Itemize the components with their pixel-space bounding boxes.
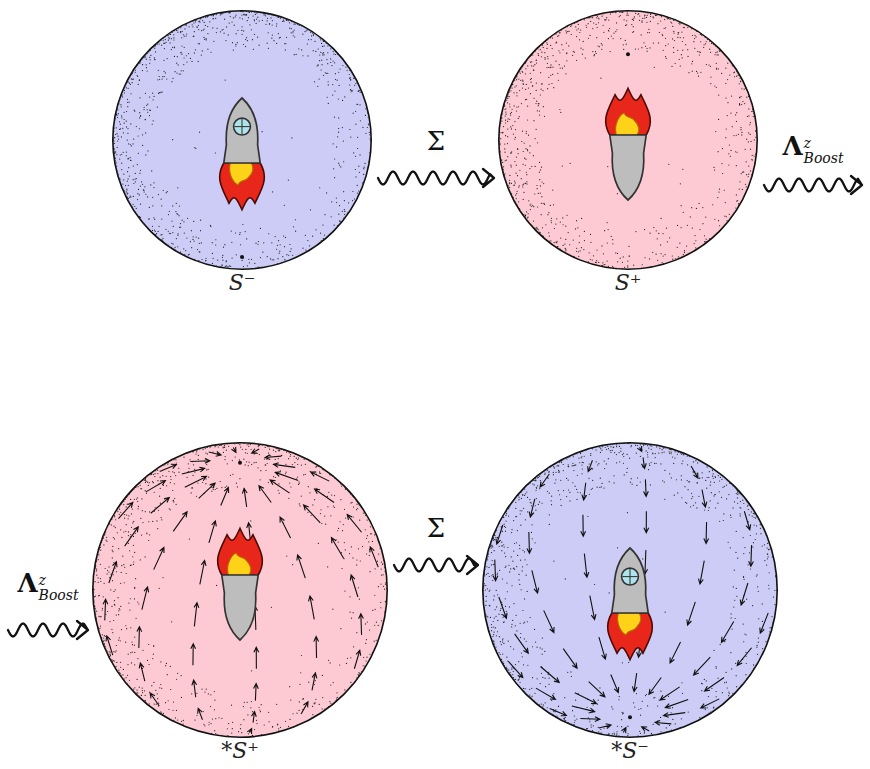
stage: S⁻S⁺*S⁺*S⁻ ΣΛzBoostΣΛzBoost [0, 0, 870, 769]
